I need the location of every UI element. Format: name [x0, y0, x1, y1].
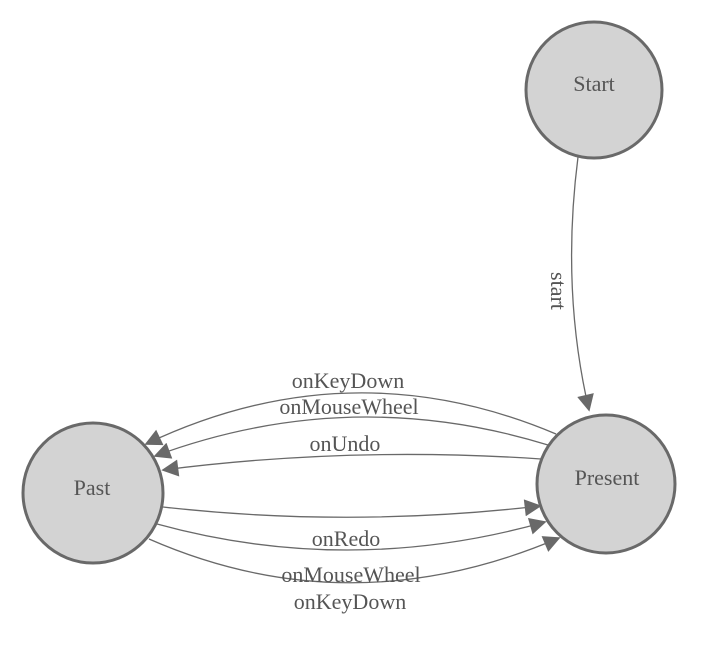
edge-past-to-present-onredo [162, 499, 542, 518]
edge-start-to-present [570, 156, 594, 412]
edge-label-onredo: onRedo [312, 526, 380, 551]
edge-label-onkeydown-top: onKeyDown [292, 368, 404, 393]
edge-past-to-present-onkeydown [148, 536, 561, 584]
node-past [21, 421, 165, 565]
edge-label-start: start [546, 272, 571, 310]
edge-label-onmousewheel-top: onMouseWheel [279, 394, 418, 419]
edge-label-onundo: onUndo [310, 431, 381, 456]
edge-label-onkeydown-bottom: onKeyDown [294, 589, 406, 614]
node-present [535, 413, 677, 555]
node-past-label: Past [74, 475, 111, 500]
node-present-label: Present [575, 465, 640, 490]
edge-present-to-past-onmousewheel [153, 416, 549, 459]
edge-present-to-past-onkeydown [144, 392, 557, 446]
edge-present-to-past-onundo [161, 453, 542, 477]
edge-label-onmousewheel-bottom: onMouseWheel [281, 562, 420, 587]
node-start [524, 20, 664, 160]
edge-past-to-present-onmousewheel [156, 517, 547, 551]
node-start-label: Start [573, 71, 615, 96]
